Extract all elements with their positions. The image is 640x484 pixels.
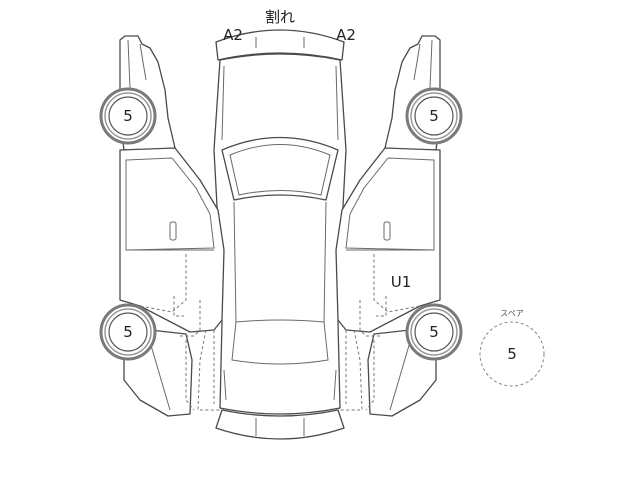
car-top-view	[213, 29, 347, 440]
mark-roof-top: 割れ	[265, 8, 295, 26]
tire-left-front-value: 5	[123, 107, 133, 125]
mark-right-side-door: U1	[391, 273, 412, 291]
tire-left-rear-value: 5	[123, 323, 133, 341]
mark-windshield-right: A2	[336, 26, 356, 44]
tire-right-rear: 5	[405, 303, 463, 361]
tire-right-rear-value: 5	[429, 323, 439, 341]
spare-tire: スペア 5	[479, 309, 545, 387]
rear-bumper	[215, 409, 345, 440]
tire-left-rear: 5	[99, 303, 157, 361]
spare-value: 5	[507, 345, 517, 363]
windshield	[221, 136, 339, 201]
front-bumper	[215, 29, 345, 61]
tire-right-front-value: 5	[429, 107, 439, 125]
tire-right-front: 5	[405, 87, 463, 145]
spare-label: スペア	[500, 309, 523, 318]
tire-left-front: 5	[99, 87, 157, 145]
mark-windshield-left: A2	[223, 26, 243, 44]
